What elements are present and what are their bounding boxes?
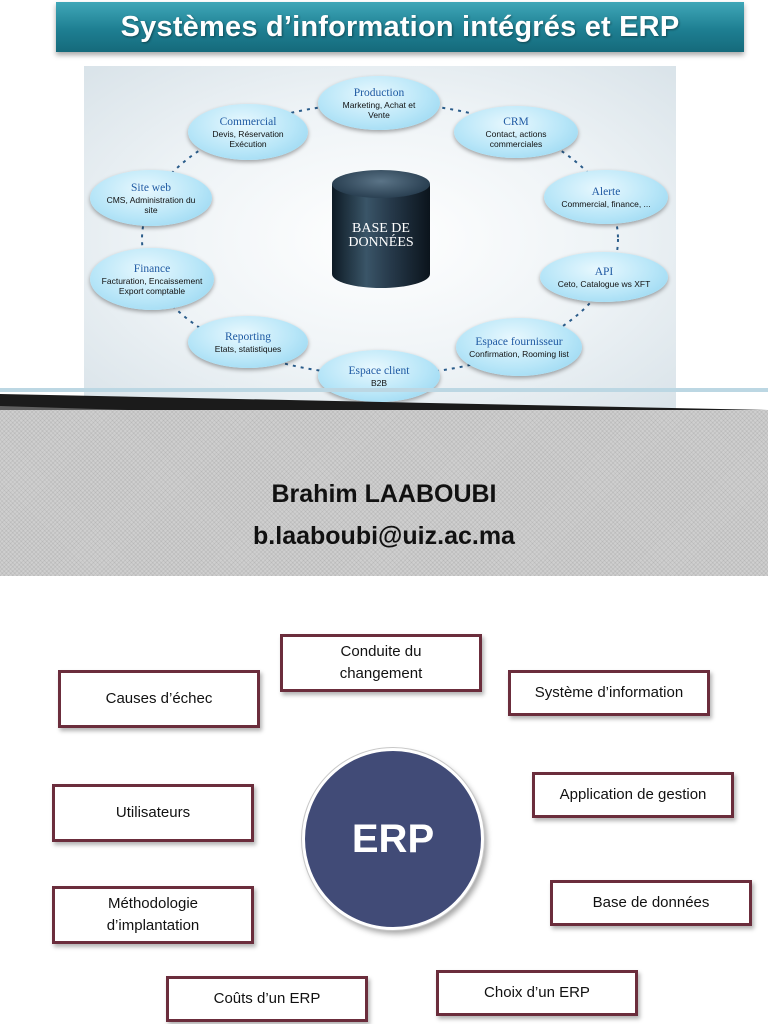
author-name: Brahim LAABOUBI bbox=[271, 480, 497, 508]
node-title: Reporting bbox=[225, 330, 271, 343]
node-desc: B2B bbox=[370, 377, 388, 388]
database-label: BASE DE DONNÉES bbox=[348, 221, 414, 250]
topic-label: Base de données bbox=[592, 894, 710, 911]
slide-title: Systèmes d’information intégrés et ERP bbox=[120, 10, 680, 43]
node-site-web: Site web CMS, Administration du site bbox=[90, 170, 212, 226]
node-title: Production bbox=[353, 86, 405, 99]
topic-base-de-donnees: Base de données bbox=[550, 880, 752, 926]
node-desc: CMS, Administration du site bbox=[106, 194, 196, 215]
node-espace-fournisseur: Espace fournisseur Confirmation, Rooming… bbox=[456, 318, 582, 376]
node-desc: Etats, statistiques bbox=[214, 343, 282, 354]
node-title: Espace client bbox=[348, 364, 410, 377]
node-desc: Facturation, Encaissement Export comptab… bbox=[101, 275, 203, 296]
topic-label: Système d’information bbox=[534, 684, 684, 701]
node-title: Alerte bbox=[591, 185, 621, 198]
author-email: b.laaboubi@uiz.ac.ma bbox=[253, 522, 515, 550]
author-block: Brahim LAABOUBI b.laaboubi@uiz.ac.ma bbox=[0, 410, 768, 576]
title-banner: Systèmes d’information intégrés et ERP bbox=[56, 2, 744, 52]
erp-center-circle: ERP bbox=[302, 748, 484, 930]
node-desc: Devis, Réservation Exécution bbox=[212, 128, 284, 149]
topic-label: Conduite du changement bbox=[339, 643, 423, 682]
topic-conduite-du-changement: Conduite du changement bbox=[280, 634, 482, 692]
node-crm: CRM Contact, actions commerciales bbox=[454, 106, 578, 158]
topic-label: Utilisateurs bbox=[115, 804, 191, 821]
node-desc: Marketing, Achat et Vente bbox=[342, 99, 416, 120]
topic-label: Méthodologie d’implantation bbox=[106, 895, 200, 934]
node-title: API bbox=[594, 265, 614, 278]
erp-architecture-diagram: BASE DE DONNÉES Production Marketing, Ac… bbox=[84, 66, 676, 412]
node-espace-client: Espace client B2B bbox=[318, 350, 440, 402]
node-reporting: Reporting Etats, statistiques bbox=[188, 316, 308, 368]
node-title: Site web bbox=[131, 181, 171, 194]
topic-methodologie-implantation: Méthodologie d’implantation bbox=[52, 886, 254, 944]
topic-utilisateurs: Utilisateurs bbox=[52, 784, 254, 842]
topic-application-de-gestion: Application de gestion bbox=[532, 772, 734, 818]
node-desc: Contact, actions commerciales bbox=[485, 128, 547, 149]
node-title: Finance bbox=[133, 262, 171, 275]
node-alerte: Alerte Commercial, finance, ... bbox=[544, 170, 668, 224]
topic-label: Application de gestion bbox=[559, 786, 707, 803]
erp-label: ERP bbox=[351, 816, 435, 861]
node-title: CRM bbox=[503, 115, 529, 128]
node-finance: Finance Facturation, Encaissement Export… bbox=[90, 248, 214, 310]
database-cylinder: BASE DE DONNÉES bbox=[332, 170, 430, 300]
node-title: Espace fournisseur bbox=[475, 335, 563, 348]
topic-choix-erp: Choix d’un ERP bbox=[436, 970, 638, 1016]
node-api: API Ceto, Catalogue ws XFT bbox=[540, 252, 668, 302]
node-production: Production Marketing, Achat et Vente bbox=[318, 76, 440, 130]
node-title: Commercial bbox=[219, 115, 277, 128]
topic-systeme-information: Système d’information bbox=[508, 670, 710, 716]
node-desc: Commercial, finance, ... bbox=[561, 198, 651, 209]
node-commercial: Commercial Devis, Réservation Exécution bbox=[188, 104, 308, 160]
topic-label: Causes d’échec bbox=[105, 690, 213, 707]
node-desc: Confirmation, Rooming list bbox=[469, 348, 569, 359]
node-desc: Ceto, Catalogue ws XFT bbox=[557, 278, 651, 289]
topic-couts-erp: Coûts d’un ERP bbox=[166, 976, 368, 1022]
topic-label: Choix d’un ERP bbox=[484, 984, 590, 1001]
topic-causes-echec: Causes d’échec bbox=[58, 670, 260, 728]
topic-label: Coûts d’un ERP bbox=[213, 990, 321, 1007]
